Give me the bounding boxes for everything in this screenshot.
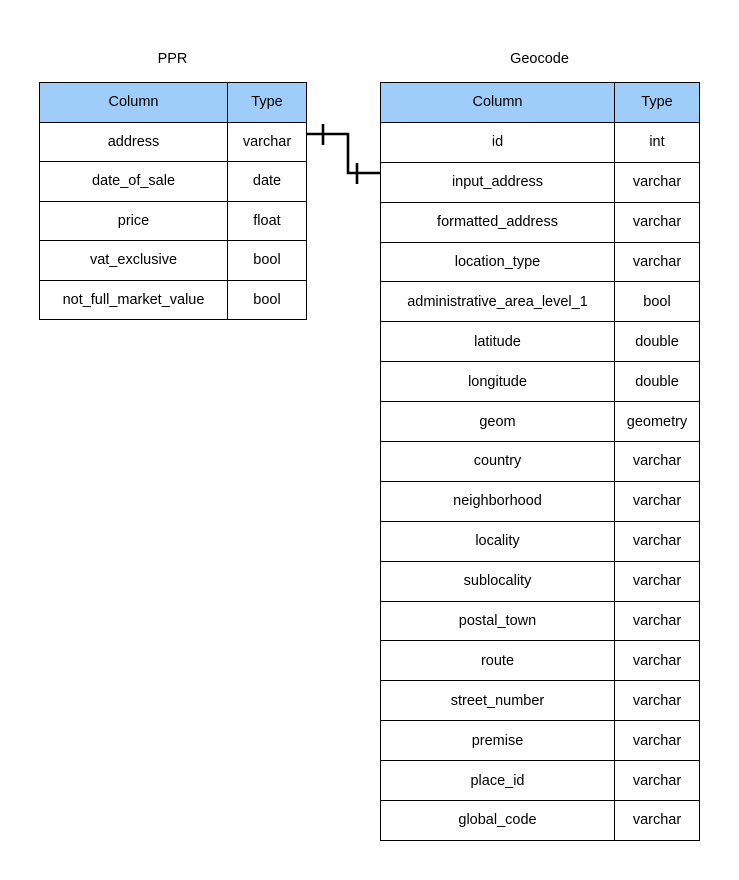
field-name: not_full_market_value xyxy=(39,279,228,320)
relationship-line xyxy=(306,132,386,175)
field-name: country xyxy=(380,441,615,482)
table-row[interactable]: input_address varchar xyxy=(380,161,700,203)
entity-ppr-body: address varchar date_of_sale date price … xyxy=(39,121,307,320)
entity-geocode-table: Column Type id int input_address varchar… xyxy=(380,82,700,841)
relationship-connector-ppr-geocode[interactable] xyxy=(300,115,386,195)
field-name: administrative_area_level_1 xyxy=(380,281,615,323)
table-row[interactable]: postal_town varchar xyxy=(380,600,700,642)
table-row[interactable]: global_code varchar xyxy=(380,800,700,841)
entity-ppr-table: Column Type address varchar date_of_sale… xyxy=(39,82,307,320)
field-type: varchar xyxy=(614,640,700,682)
field-type: varchar xyxy=(614,201,700,243)
field-name: latitude xyxy=(380,321,615,363)
entity-ppr-header-column: Column xyxy=(39,82,228,123)
field-type: varchar xyxy=(614,800,700,841)
field-type: varchar xyxy=(614,720,700,762)
field-type: date xyxy=(227,161,307,202)
field-type: double xyxy=(614,361,700,403)
table-row[interactable]: street_number varchar xyxy=(380,680,700,722)
entity-ppr-header-row: Column Type xyxy=(39,82,307,123)
table-row[interactable]: location_type varchar xyxy=(380,241,700,283)
field-name: price xyxy=(39,200,228,241)
field-name: id xyxy=(380,121,615,163)
table-row[interactable]: date_of_sale date xyxy=(39,161,307,202)
table-row[interactable]: price float xyxy=(39,200,307,241)
entity-geocode-header-type: Type xyxy=(614,82,700,123)
entity-ppr-header-type: Type xyxy=(227,82,307,123)
field-type: varchar xyxy=(614,560,700,602)
field-name: input_address xyxy=(380,161,615,203)
entity-ppr-title: PPR xyxy=(157,51,188,67)
field-name: street_number xyxy=(380,680,615,722)
table-row[interactable]: premise varchar xyxy=(380,720,700,762)
field-type: bool xyxy=(227,240,307,281)
field-name: global_code xyxy=(380,800,615,841)
table-row[interactable]: address varchar xyxy=(39,121,307,162)
field-name: longitude xyxy=(380,361,615,403)
field-name: sublocality xyxy=(380,560,615,602)
field-name: vat_exclusive xyxy=(39,240,228,281)
entity-geocode-title: Geocode xyxy=(510,51,569,67)
entity-geocode-header-column: Column xyxy=(380,82,615,123)
field-name: address xyxy=(39,121,228,162)
table-row[interactable]: not_full_market_value bool xyxy=(39,279,307,320)
field-name: locality xyxy=(380,520,615,562)
table-row[interactable]: vat_exclusive bool xyxy=(39,240,307,281)
field-type: bool xyxy=(227,279,307,320)
field-type: geometry xyxy=(614,401,700,443)
table-row[interactable]: country varchar xyxy=(380,441,700,482)
field-name: premise xyxy=(380,720,615,762)
table-row[interactable]: place_id varchar xyxy=(380,760,700,802)
field-type: varchar xyxy=(614,241,700,283)
table-row[interactable]: geom geometry xyxy=(380,401,700,443)
table-row[interactable]: latitude double xyxy=(380,321,700,363)
table-row[interactable]: longitude double xyxy=(380,361,700,403)
field-type: varchar xyxy=(227,121,307,162)
table-row[interactable]: formatted_address varchar xyxy=(380,201,700,243)
field-type: double xyxy=(614,321,700,363)
table-row[interactable]: route varchar xyxy=(380,640,700,682)
field-type: varchar xyxy=(614,480,700,522)
field-type: varchar xyxy=(614,680,700,722)
entity-geocode-header-row: Column Type xyxy=(380,82,700,123)
table-row[interactable]: locality varchar xyxy=(380,520,700,562)
field-name: route xyxy=(380,640,615,682)
field-name: date_of_sale xyxy=(39,161,228,202)
entity-geocode-body: id int input_address varchar formatted_a… xyxy=(380,121,700,841)
field-type: varchar xyxy=(614,161,700,203)
field-name: neighborhood xyxy=(380,480,615,522)
field-type: varchar xyxy=(614,600,700,642)
field-name: formatted_address xyxy=(380,201,615,243)
table-row[interactable]: administrative_area_level_1 bool xyxy=(380,281,700,323)
table-row[interactable]: id int xyxy=(380,121,700,163)
field-type: int xyxy=(614,121,700,163)
field-type: float xyxy=(227,200,307,241)
field-type: varchar xyxy=(614,441,700,482)
entity-ppr[interactable]: PPR Column Type address varchar date_of_… xyxy=(39,51,307,320)
table-row[interactable]: sublocality varchar xyxy=(380,560,700,602)
table-row[interactable]: neighborhood varchar xyxy=(380,480,700,522)
field-name: place_id xyxy=(380,760,615,802)
field-name: postal_town xyxy=(380,600,615,642)
entity-geocode[interactable]: Geocode Column Type id int input_address… xyxy=(380,51,700,841)
field-name: geom xyxy=(380,401,615,443)
field-type: varchar xyxy=(614,760,700,802)
field-type: bool xyxy=(614,281,700,323)
field-name: location_type xyxy=(380,241,615,283)
field-type: varchar xyxy=(614,520,700,562)
